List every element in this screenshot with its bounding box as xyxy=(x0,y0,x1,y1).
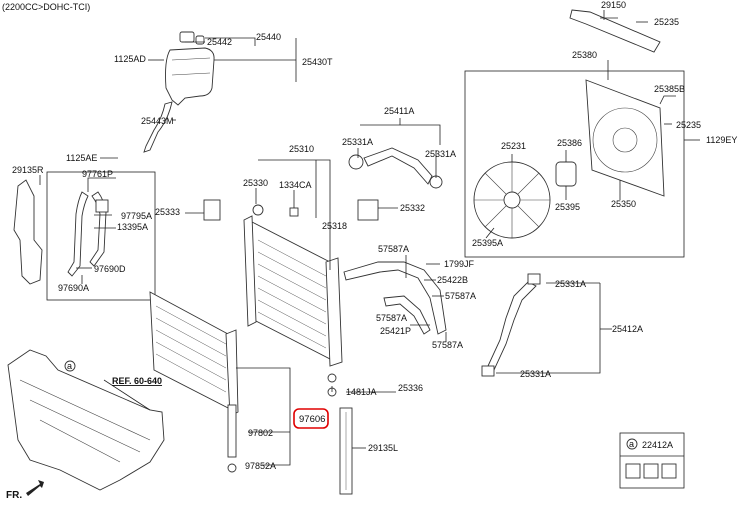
svg-text:a: a xyxy=(629,439,634,449)
callout-97690D[interactable]: 97690D xyxy=(94,264,126,274)
callout-1129EY[interactable]: 1129EY xyxy=(706,135,737,145)
svg-text:97606: 97606 xyxy=(299,414,325,425)
callout-57587A-1[interactable]: 57587A xyxy=(378,244,409,254)
callout-57587A-4[interactable]: 57587A xyxy=(432,340,463,350)
legend-box: a 22412A xyxy=(619,432,685,489)
callout-25440[interactable]: 25440 xyxy=(256,32,281,42)
callout-1799JF[interactable]: 1799JF xyxy=(444,259,475,269)
callout-25331A-upper-left[interactable]: 25331A xyxy=(342,137,373,147)
callout-25421P[interactable]: 25421P xyxy=(380,326,411,336)
callout-25331A-right[interactable]: 25331A xyxy=(555,279,586,289)
callout-97802[interactable]: 97802 xyxy=(248,428,273,438)
svg-text:22412A: 22412A xyxy=(642,440,673,450)
radiator-carrier: a xyxy=(7,349,165,491)
callout-25411A[interactable]: 25411A xyxy=(384,106,414,116)
callout-25331A-lower[interactable]: 25331A xyxy=(520,369,551,379)
callout-25318[interactable]: 25318 xyxy=(322,221,347,231)
callout-25331A-upper-right[interactable]: 25331A xyxy=(425,149,456,159)
callout-25395[interactable]: 25395 xyxy=(555,202,580,212)
variant-label: (2200CC>DOHC-TCI) xyxy=(2,2,90,12)
callout-1481JA[interactable]: 1481JA xyxy=(346,387,377,397)
callout-25330[interactable]: 25330 xyxy=(243,178,268,188)
callout-25422B[interactable]: 25422B xyxy=(437,275,468,285)
fan-motor xyxy=(555,161,577,187)
callout-25235-top[interactable]: 25235 xyxy=(654,17,679,27)
callout-57587A-3[interactable]: 57587A xyxy=(376,313,407,323)
callout-1125AD[interactable]: 1125AD xyxy=(114,54,146,64)
svg-text:a: a xyxy=(67,361,72,371)
condenser xyxy=(149,291,239,473)
upper-member xyxy=(569,9,661,53)
upper-hose xyxy=(363,147,433,185)
callout-25395A[interactable]: 25395A xyxy=(472,238,503,248)
svg-text:FR.: FR. xyxy=(6,490,22,501)
callout-25350[interactable]: 25350 xyxy=(611,199,636,209)
ref-circle-a xyxy=(64,360,76,372)
callout-97761P[interactable]: 97761P xyxy=(82,169,113,179)
callout-25231[interactable]: 25231 xyxy=(501,141,526,151)
ref-label[interactable]: REF. 60-640 xyxy=(112,376,162,386)
callout-25443M[interactable]: 25443M xyxy=(141,116,174,126)
callout-25385B[interactable]: 25385B xyxy=(654,84,685,94)
hose-detail-box xyxy=(46,171,156,301)
callout-25235-right[interactable]: 25235 xyxy=(676,120,701,130)
callout-29135R[interactable]: 29135R xyxy=(12,165,44,175)
callout-25380[interactable]: 25380 xyxy=(572,50,597,60)
leader-lines xyxy=(39,10,700,466)
callout-25336[interactable]: 25336 xyxy=(398,383,423,393)
callout-25442[interactable]: 25442 xyxy=(207,37,232,47)
callout-97852A[interactable]: 97852A xyxy=(245,461,276,471)
oil-cooler-hoses xyxy=(67,191,109,277)
highlighted-callout-97606[interactable]: 97606 xyxy=(293,408,329,429)
callout-1334CA[interactable]: 1334CA xyxy=(279,180,312,190)
fan-blade xyxy=(473,161,551,239)
callout-97795A[interactable]: 97795A xyxy=(121,211,152,221)
bracket-25333 xyxy=(203,199,221,221)
side-bracket-right xyxy=(13,179,43,285)
reservoir-tank xyxy=(143,31,215,153)
callout-97690A[interactable]: 97690A xyxy=(58,283,89,293)
callout-25332[interactable]: 25332 xyxy=(400,203,425,213)
atf-hose xyxy=(343,261,447,335)
callout-29150[interactable]: 29150 xyxy=(601,0,626,10)
bracket-25332 xyxy=(357,199,379,221)
front-direction-indicator: FR. xyxy=(6,480,44,501)
callout-25430T[interactable]: 25430T xyxy=(302,57,333,67)
radiator xyxy=(243,204,343,367)
callout-1125AE[interactable]: 1125AE xyxy=(66,153,97,163)
fan-assembly-box xyxy=(464,70,685,258)
callout-25310[interactable]: 25310 xyxy=(289,144,314,154)
callout-25386[interactable]: 25386 xyxy=(557,138,582,148)
callout-57587A-2[interactable]: 57587A xyxy=(445,291,476,301)
callout-29135L[interactable]: 29135L xyxy=(368,443,398,453)
callout-labels: 25442 25440 1125AD 25430T 25443M 1125AE … xyxy=(12,0,737,471)
lower-hose xyxy=(487,281,537,371)
callout-13395A[interactable]: 13395A xyxy=(117,222,148,232)
fan-label-icon xyxy=(661,463,677,479)
warning-label-icon xyxy=(625,463,641,479)
callout-25412A[interactable]: 25412A xyxy=(612,324,643,334)
callout-25333[interactable]: 25333 xyxy=(155,207,180,217)
fan-shroud xyxy=(585,79,665,197)
caution-label-icon xyxy=(643,463,659,479)
